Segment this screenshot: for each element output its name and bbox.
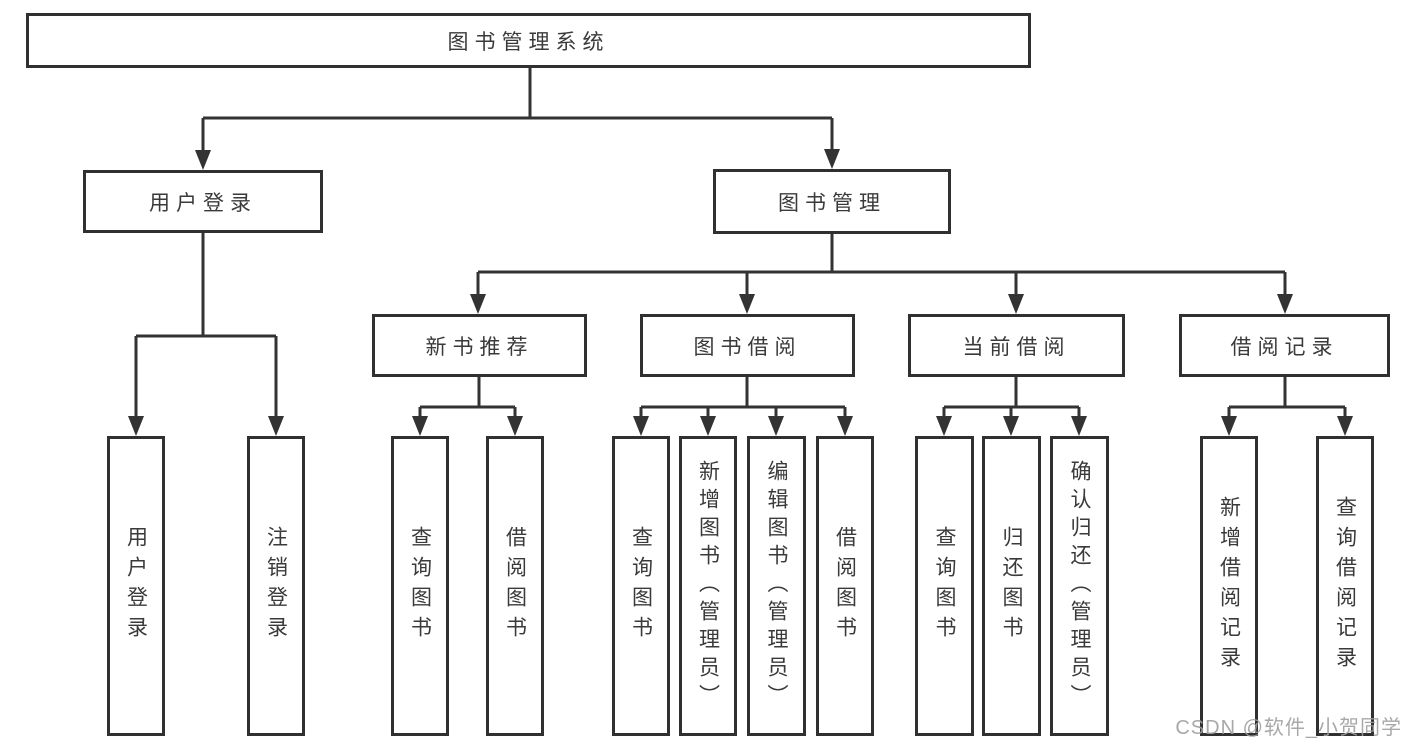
leaf-confirm-return-admin: 确认归还（管理员） <box>1050 436 1109 736</box>
node-book-management: 图书管理 <box>713 169 951 234</box>
node-new-book-recommend: 新书推荐 <box>372 314 587 377</box>
node-current-borrow-label: 当前借阅 <box>962 335 1071 359</box>
node-book-management-label: 图书管理 <box>778 191 886 215</box>
leaf-return-book-label: 归还图书 <box>1000 526 1023 646</box>
leaf-logout: 注销登录 <box>247 436 305 736</box>
leaf-query-book-current-label: 查询图书 <box>933 526 956 646</box>
leaf-query-book-recommend-label: 查询图书 <box>408 526 432 646</box>
csdn-watermark: CSDN @软件_小贺同学 <box>1175 717 1402 739</box>
node-user-login: 用户登录 <box>83 170 323 233</box>
node-book-borrow: 图书借阅 <box>640 314 855 377</box>
leaf-add-book-admin-label: 新增图书（管理员） <box>696 460 720 712</box>
leaf-user-login: 用户登录 <box>107 436 165 736</box>
leaf-query-book-borrow: 查询图书 <box>612 436 670 736</box>
leaf-borrow-book: 借阅图书 <box>816 436 874 736</box>
leaf-add-book-admin: 新增图书（管理员） <box>679 436 737 736</box>
leaf-query-book-recommend: 查询图书 <box>391 436 449 736</box>
node-root: 图书管理系统 <box>26 13 1031 68</box>
leaf-query-book-current: 查询图书 <box>915 436 974 736</box>
node-user-login-label: 用户登录 <box>149 191 257 215</box>
node-book-borrow-label: 图书借阅 <box>693 335 802 359</box>
leaf-query-borrow-record-label: 查询借阅记录 <box>1333 496 1357 676</box>
arrowheads <box>128 149 1353 436</box>
leaf-borrow-book-recommend-label: 借阅图书 <box>503 526 527 646</box>
node-root-label: 图书管理系统 <box>447 30 610 54</box>
leaf-confirm-return-admin-label: 确认归还（管理员） <box>1068 460 1091 712</box>
node-new-book-recommend-label: 新书推荐 <box>425 335 534 359</box>
leaf-edit-book-admin-label: 编辑图书（管理员） <box>765 460 788 712</box>
leaf-logout-label: 注销登录 <box>264 526 288 646</box>
leaf-borrow-book-recommend: 借阅图书 <box>486 436 544 736</box>
leaf-user-login-label: 用户登录 <box>124 526 148 646</box>
node-borrow-records-label: 借阅记录 <box>1230 335 1339 359</box>
leaf-return-book: 归还图书 <box>982 436 1041 736</box>
node-borrow-records: 借阅记录 <box>1179 314 1390 377</box>
node-current-borrow: 当前借阅 <box>908 314 1125 377</box>
leaf-edit-book-admin: 编辑图书（管理员） <box>747 436 806 736</box>
leaf-query-book-borrow-label: 查询图书 <box>629 526 653 646</box>
leaf-add-borrow-record-label: 新增借阅记录 <box>1217 496 1241 676</box>
leaf-add-borrow-record: 新增借阅记录 <box>1200 436 1258 736</box>
leaf-borrow-book-label: 借阅图书 <box>833 526 857 646</box>
leaf-query-borrow-record: 查询借阅记录 <box>1316 436 1374 736</box>
